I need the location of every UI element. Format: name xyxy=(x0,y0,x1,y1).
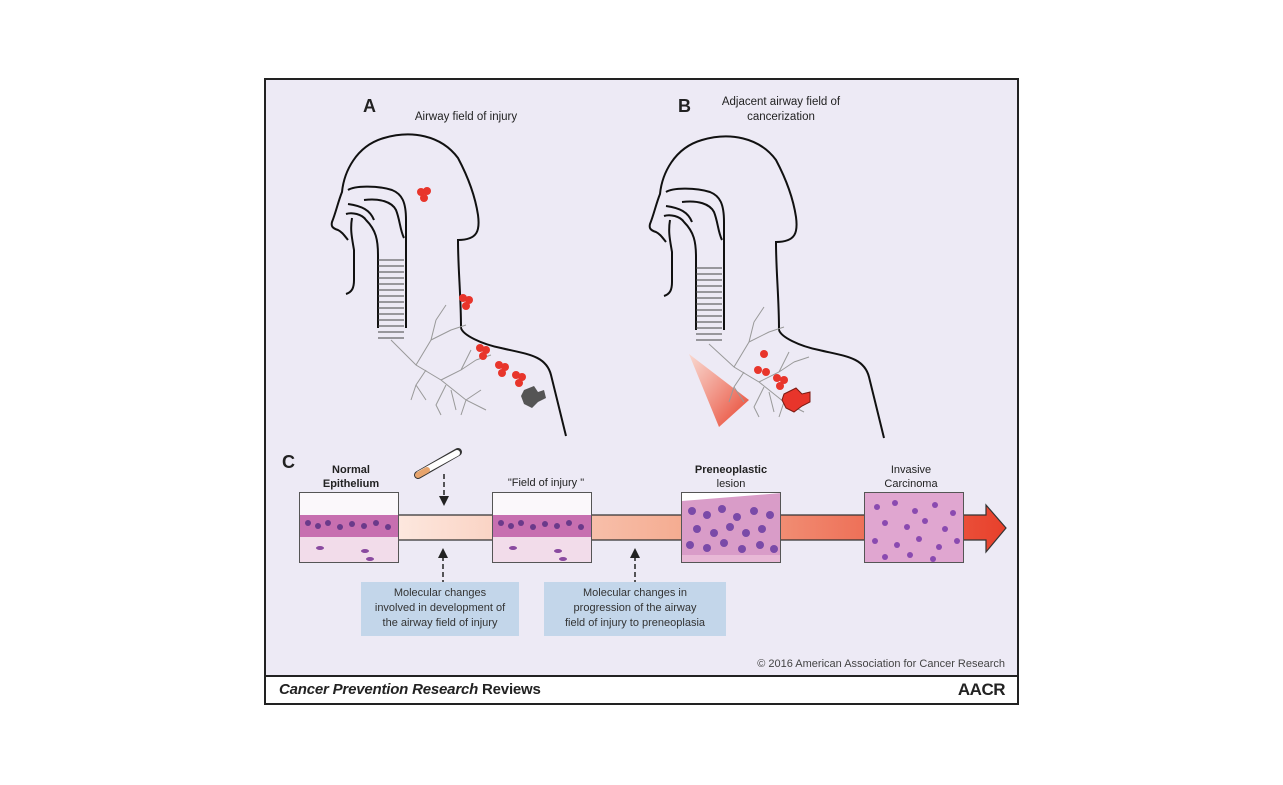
histology-field-of-injury-image xyxy=(492,492,592,563)
trachea-rings xyxy=(378,259,404,339)
cancerization-wedge xyxy=(689,354,749,427)
molecular-changes-note-2: Molecular changes in progression of the … xyxy=(544,582,726,636)
note-line: progression of the airway xyxy=(573,602,697,614)
head-outline-icon xyxy=(330,133,567,437)
panel-a-title: Airway field of injury xyxy=(414,111,518,123)
note-line: involved in development of xyxy=(374,602,506,614)
panel-b-letter: B xyxy=(678,96,691,116)
exposure-arrow-icon xyxy=(439,474,449,506)
tumor-mass-b xyxy=(781,387,811,413)
stage-label-line: lesion xyxy=(716,478,746,490)
panel-b-title: Adjacent airway field of cancerization xyxy=(706,95,856,125)
panel-b-title-line2: cancerization xyxy=(747,111,815,123)
bronchial-tree-icon xyxy=(390,304,492,416)
note-line: Molecular changes in xyxy=(583,587,687,599)
journal-title: Cancer Prevention Research Reviews xyxy=(279,681,541,698)
stage-label-normal: Normal Epithelium xyxy=(301,463,401,491)
airway-diagram-a xyxy=(330,133,567,437)
molecular-changes-note-1: Molecular changes involved in developmen… xyxy=(361,582,519,636)
head-outline-icon xyxy=(648,135,885,439)
figure-panel: A Airway field of injury B Adjacent airw… xyxy=(264,78,1019,705)
note-arrow-1-icon xyxy=(438,548,448,582)
lesion-markers-a xyxy=(417,187,526,387)
stage-label-invasive: Invasive Carcinoma xyxy=(856,463,966,491)
stage-label-line: Epithelium xyxy=(322,478,380,490)
note-line: Molecular changes xyxy=(393,587,487,599)
airway-diagram-b xyxy=(648,135,885,439)
stage-label-line: Invasive xyxy=(890,464,932,476)
panel-a-letter: A xyxy=(363,96,376,116)
stage-label-line: Normal xyxy=(332,464,370,476)
stage-label-line: Preneoplastic xyxy=(694,464,768,476)
aacr-logo: AACR xyxy=(957,680,1006,699)
lesion-markers-b xyxy=(754,350,788,390)
note-line: field of injury to preneoplasia xyxy=(564,617,706,629)
cigarette-icon xyxy=(414,448,462,479)
trachea-rings xyxy=(696,267,722,341)
stage-label-line: Carcinoma xyxy=(884,478,938,490)
histology-invasive-image xyxy=(864,492,964,563)
panel-b-title-line1: Adjacent airway field of xyxy=(721,96,841,108)
histology-preneoplastic-image xyxy=(681,492,781,563)
journal-title-plain: Reviews xyxy=(478,681,541,698)
note-line: the airway field of injury xyxy=(382,617,498,629)
copyright-notice: © 2016 American Association for Cancer R… xyxy=(757,658,1005,670)
journal-title-italic: Cancer Prevention Research xyxy=(279,681,479,698)
note-arrow-2-icon xyxy=(630,548,640,582)
tumor-mass-a xyxy=(521,386,546,408)
panel-c-letter: C xyxy=(282,452,295,472)
histology-normal-image xyxy=(299,492,399,563)
stage-label-field-of-injury: "Field of injury " xyxy=(486,476,606,490)
stage-label-preneoplastic: Preneoplastic lesion xyxy=(676,463,786,491)
journal-footer: Cancer Prevention Research Reviews AACR xyxy=(266,675,1017,703)
stage-label-line: "Field of injury " xyxy=(507,477,585,489)
